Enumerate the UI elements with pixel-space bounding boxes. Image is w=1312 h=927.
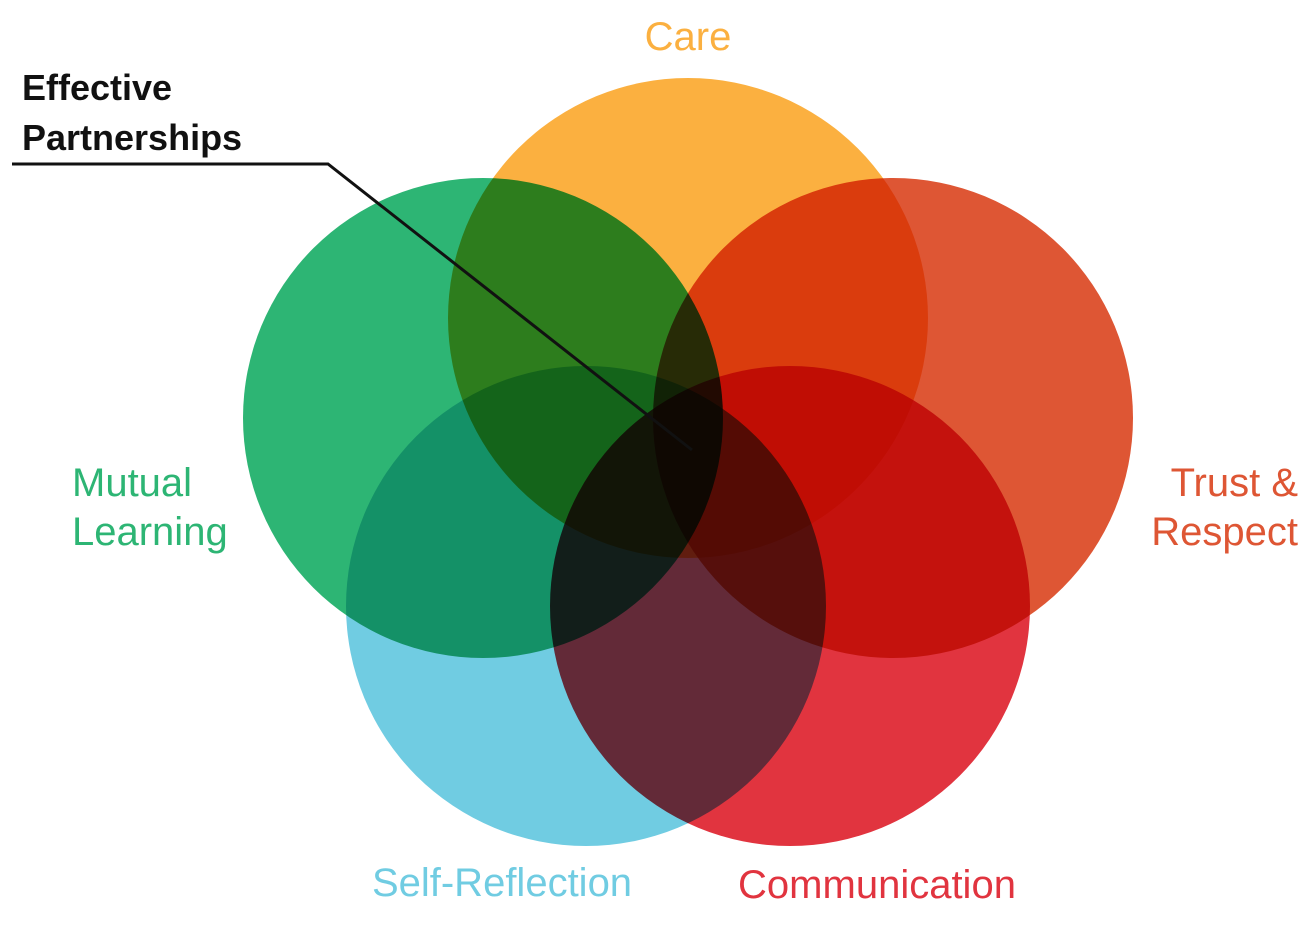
label-care: Care (645, 15, 732, 59)
label-self-reflection: Self-Reflection (372, 861, 632, 905)
label-communication: Communication (738, 863, 1016, 907)
pointer-line (12, 162, 693, 452)
label-mutual-line1: Mutual (72, 461, 192, 505)
label-mutual-line2: Learning (72, 510, 228, 554)
circle-mutual-learning (243, 178, 723, 658)
center-title-line2: Partnerships (22, 117, 242, 158)
label-trust-line2: Respect (1151, 510, 1298, 554)
label-trust-line1: Trust & (1171, 461, 1299, 505)
circles-group (243, 78, 1133, 846)
center-title-line1: Effective (22, 67, 172, 108)
